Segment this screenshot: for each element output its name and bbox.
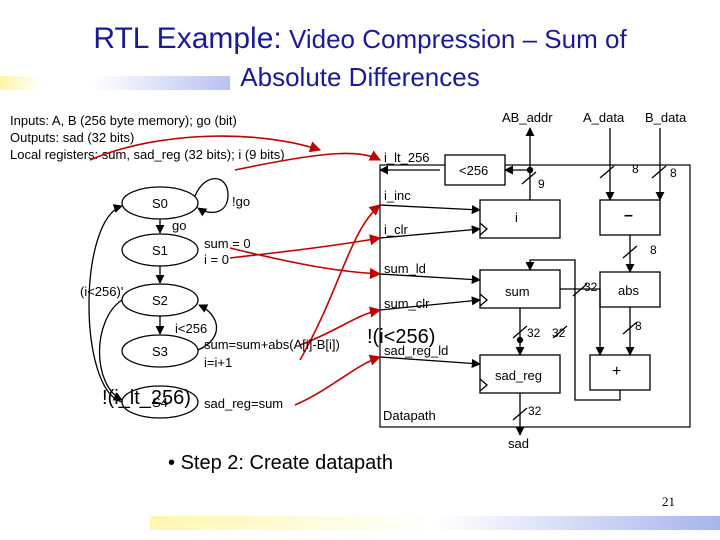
s3-action-line2: i=i+1 [204, 355, 233, 370]
red-arrow-i-lt [234, 150, 382, 171]
control-mapping-arrows [89, 135, 382, 406]
s4-to-s0-arrow [88, 204, 123, 403]
decorative-bar-bottom [150, 516, 720, 530]
register-sum [479, 269, 561, 309]
label-ab-addr: AB_addr [502, 110, 553, 125]
s1-action-line2: i = 0 [204, 252, 229, 267]
overlay-not-lt-256-signal: !(i_lt_256) [102, 387, 191, 409]
wire-sum-clr [379, 296, 481, 311]
signal-i-lt-256: i_lt_256 [384, 150, 430, 165]
abs-label: abs [618, 283, 639, 298]
title-rest: Video Compression – Sum of [281, 24, 627, 54]
red-arrow-sad-ld [294, 354, 382, 406]
width-label-32b: 32 [527, 326, 541, 340]
register-sad-reg [479, 354, 561, 394]
state-s3 [121, 334, 199, 368]
fsm [88, 178, 229, 419]
width-label-32d: 32 [528, 404, 542, 418]
spec-registers: Local registers: sum, sad_reg (32 bits);… [10, 147, 285, 162]
slide-title: RTL Example: Video Compression – Sum of … [0, 20, 720, 96]
signal-i-inc: i_inc [384, 188, 411, 203]
label-lt-256: i<256 [175, 321, 208, 336]
s3-action-line1: sum=sum+abs(A[i]-B[i]) [204, 337, 340, 352]
width-label-32c: 32 [552, 326, 566, 340]
comparator-lt256 [444, 154, 506, 186]
adder [589, 354, 651, 391]
s1-action-line1: sum = 0 [204, 236, 251, 251]
title-main: RTL Example: [93, 22, 282, 55]
overlay-not-lt-256: !(i<256) [367, 326, 436, 348]
register-i-label: i [515, 210, 518, 225]
red-arrow-i-clr [229, 234, 382, 259]
bullet-step-2: • Step 2: Create datapath [168, 452, 393, 474]
label-go: go [172, 218, 187, 233]
signal-sad-reg-ld: sad_reg_ld [384, 343, 449, 358]
signal-i-clr: i_clr [384, 222, 408, 237]
state-label-s0: S0 [152, 196, 168, 211]
register-sad-reg-label: sad_reg [495, 368, 542, 383]
state-label-s4: S4 [152, 395, 168, 410]
width-label-8d: 8 [635, 319, 642, 333]
title-line2: Absolute Differences [240, 62, 480, 92]
spec-inputs: Inputs: A, B (256 byte memory); go (bit) [10, 113, 237, 128]
subtractor-label: – [624, 207, 633, 224]
red-arrow-i-inc [299, 204, 381, 361]
wire-i-inc [379, 204, 481, 215]
label-not-go: !go [232, 194, 251, 209]
width-label-8b: 8 [670, 166, 677, 180]
red-arrow-sum-clr [299, 306, 382, 346]
signal-sum-ld: sum_ld [384, 261, 426, 276]
wire-sum-ld [379, 273, 481, 285]
bullet-text: Step 2: Create datapath [180, 452, 393, 474]
red-arrow-sum-ld [229, 247, 382, 280]
decorative-bar-top [0, 76, 230, 90]
width-label-8a: 8 [632, 162, 639, 176]
datapath [379, 127, 667, 436]
signal-sum-clr: sum_clr [384, 296, 430, 311]
page-number: 21 [662, 494, 675, 509]
label-b-data: B_data [645, 110, 687, 125]
datapath-box [379, 164, 691, 428]
wire-i-clr [379, 225, 481, 239]
red-arrow-start [89, 135, 322, 161]
state-label-s1: S1 [152, 243, 168, 258]
width-label-8c: 8 [650, 243, 657, 257]
label-a-data: A_data [583, 110, 625, 125]
s3-to-s2-arrow [197, 304, 218, 351]
spec-outputs: Outputs: sad (32 bits) [10, 130, 135, 145]
width-label-32a: 32 [584, 280, 598, 294]
adder-label: + [612, 363, 622, 380]
spec-block: Inputs: A, B (256 byte memory); go (bit)… [10, 112, 285, 163]
width-label-9: 9 [538, 177, 545, 191]
s0-self-loop [194, 178, 229, 217]
label-not-lt-256: (i<256)' [80, 284, 124, 299]
state-label-s2: S2 [152, 293, 168, 308]
bus-add-to-sum [525, 259, 621, 401]
s4-action: sad_reg=sum [204, 396, 284, 411]
state-label-s3: S3 [152, 344, 168, 359]
datapath-label: Datapath [383, 408, 436, 423]
wire-sad-reg-ld [379, 356, 481, 368]
register-sum-label: sum [505, 284, 530, 299]
s2-to-s4-arrow [98, 299, 123, 401]
output-sad-label: sad [508, 436, 529, 451]
register-i [479, 199, 561, 239]
comparator-label: <256 [459, 163, 489, 178]
